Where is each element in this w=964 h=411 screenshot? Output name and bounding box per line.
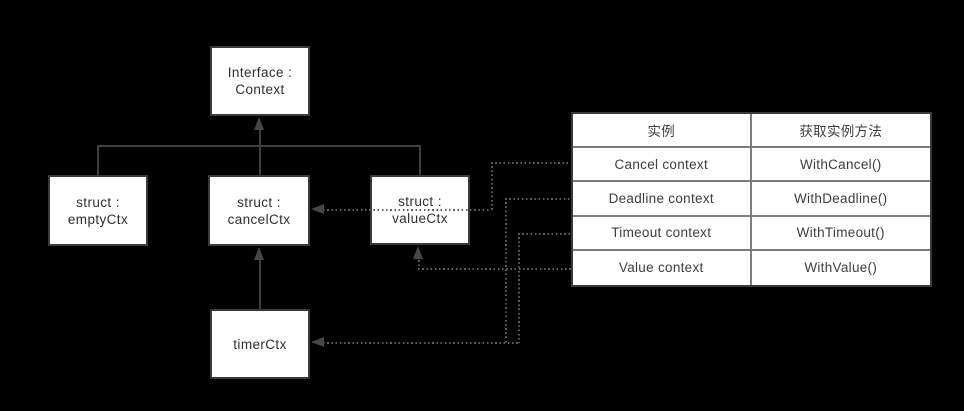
node-label: emptyCtx — [67, 211, 129, 227]
edge-deadlinerow-h-line — [505, 198, 571, 200]
node-interface-context: Interface : Context — [210, 46, 310, 116]
edge-timerctx-to-cancelctx-line — [259, 258, 261, 309]
node-label: timerCtx — [233, 336, 287, 352]
cell-method: WithDeadline() — [751, 182, 930, 217]
node-struct-cancelctx: struct : cancelCtx — [208, 175, 310, 246]
node-label: valueCtx — [392, 211, 448, 226]
node-label: Context — [235, 82, 285, 97]
edge-timeoutrow-v-line — [518, 233, 520, 343]
edge-cancelctx-up-line — [259, 145, 261, 175]
node-label: struct : — [237, 194, 281, 210]
arrowhead-into-cancelctx-bottom-icon — [254, 247, 264, 260]
cell-instance: Deadline context — [573, 182, 752, 217]
edge-into-cancelctx-line — [323, 209, 491, 211]
edge-to-interface-line — [259, 128, 261, 147]
arrowhead-into-interface-icon — [254, 117, 264, 130]
edge-timeoutrow-h-line — [518, 233, 571, 235]
edge-valuerow-h-line — [418, 268, 571, 270]
node-timerctx: timerCtx — [210, 309, 310, 379]
cell-instance: Timeout context — [573, 216, 752, 251]
edge-emptyctx-up-line — [97, 145, 99, 175]
edge-deadlinerow-v-line — [505, 198, 507, 343]
instance-method-table: 实例 获取实例方法 Cancel context WithCancel() De… — [571, 112, 932, 287]
node-label: struct : — [76, 194, 120, 210]
node-struct-emptyctx: struct : emptyCtx — [48, 175, 148, 246]
arrowhead-into-timerctx-icon — [311, 337, 324, 347]
cell-method: WithCancel() — [751, 148, 930, 183]
node-label: struct : — [398, 194, 442, 209]
table-header-instance: 实例 — [573, 114, 752, 149]
cell-instance: Value context — [573, 250, 752, 285]
edge-cancelrow-v-line — [491, 162, 493, 210]
table-header-method: 获取实例方法 — [751, 114, 930, 149]
cell-method: WithValue() — [804, 260, 878, 276]
cell-method: WithTimeout() — [751, 217, 930, 251]
node-label: Interface : — [227, 65, 293, 80]
edge-valuerow-v-line — [418, 256, 420, 268]
edge-cancelrow-h-line — [491, 162, 571, 164]
edge-valuectx-up-line — [419, 145, 421, 175]
edge-into-timerctx-line — [323, 342, 520, 344]
arrowhead-into-cancelctx-icon — [311, 204, 324, 214]
node-label: cancelCtx — [227, 211, 291, 227]
cell-instance: Cancel context — [573, 148, 752, 183]
arrowhead-into-valuectx-icon — [413, 246, 423, 259]
